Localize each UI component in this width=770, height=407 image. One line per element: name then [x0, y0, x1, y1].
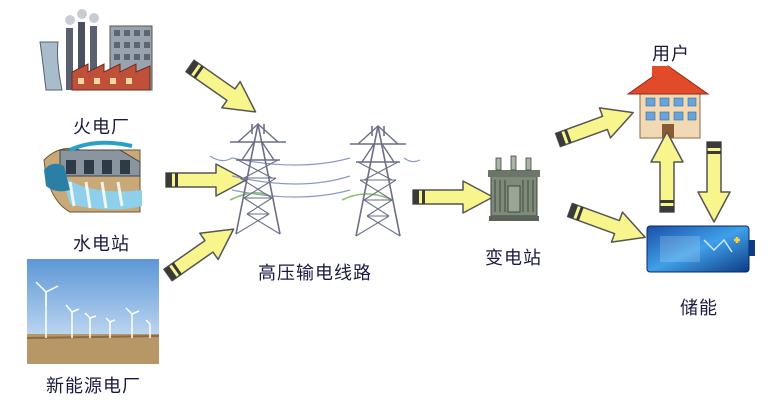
substation-transformer-icon: [488, 155, 540, 221]
renewable-plant-label: 新能源电厂: [46, 376, 141, 397]
arrow-storage-to-users: [650, 131, 684, 213]
arrow-hydro-to-line: [165, 163, 247, 197]
arrow-thermal-to-line: [180, 52, 266, 126]
users-label: 用户: [652, 44, 690, 65]
hydro-station-icon: [43, 140, 142, 213]
thermal-plant-label: 火电厂: [73, 117, 130, 138]
transmission-line-label: 高压输电线路: [258, 263, 372, 284]
arrow-substation-to-users: [551, 96, 640, 156]
user-building-icon: [626, 65, 710, 139]
arrow-renewable-to-line: [158, 215, 244, 289]
arrow-users-to-storage: [697, 141, 731, 223]
storage-label: 储能: [680, 298, 718, 319]
arrow-substation-to-storage: [563, 194, 652, 254]
transmission-towers-icon: [209, 123, 421, 237]
renewable-plant-image: [26, 259, 160, 364]
hydro-plant-label: 水电站: [73, 234, 130, 255]
arrow-line-to-substation: [412, 180, 494, 214]
thermal-plant-icon: [39, 9, 153, 91]
storage-battery-icon: [646, 225, 755, 273]
substation-label: 变电站: [485, 248, 542, 269]
